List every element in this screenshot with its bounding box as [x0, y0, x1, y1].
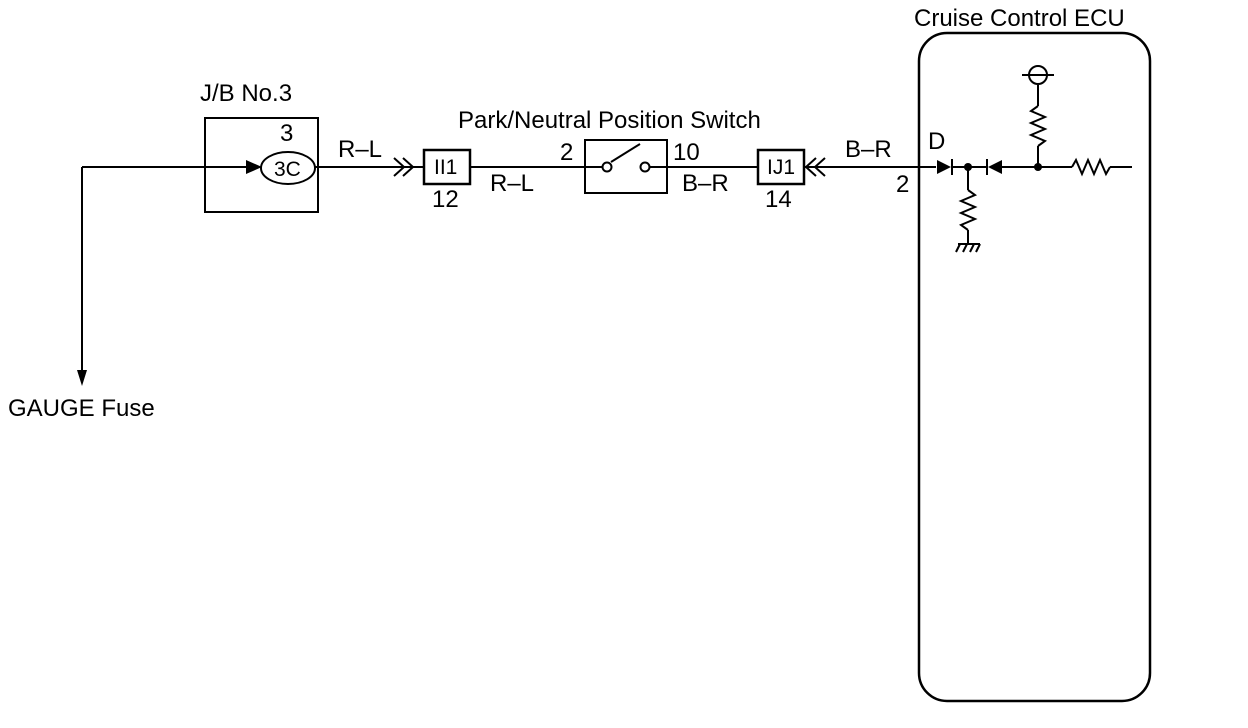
down-arrow-icon	[77, 370, 87, 386]
ground-icon	[955, 243, 981, 253]
jb-arrow-icon	[246, 160, 262, 174]
ecu-pin: 2	[896, 171, 909, 198]
junction-block-title: J/B No.3	[200, 80, 292, 107]
connector-chevron-left-2	[402, 157, 415, 177]
switch-contact-right-icon	[639, 161, 651, 173]
junction-block-pin: 3	[280, 120, 293, 147]
wire-label-br-1: B–R	[682, 170, 729, 197]
ecu-terminal-d: D	[928, 128, 945, 155]
connector-chevron-left-1	[393, 157, 406, 177]
junction-block-box	[204, 117, 319, 213]
connector-j1-pin: 14	[765, 186, 792, 213]
connector-i1-pin: 12	[432, 186, 459, 213]
diode-2-icon	[988, 160, 1002, 174]
wire-label-br-2: B–R	[845, 136, 892, 163]
resistor-pullup-icon	[1028, 105, 1048, 147]
switch-pin-in: 2	[560, 139, 573, 166]
switch-contact-left-icon	[601, 161, 613, 173]
switch-title: Park/Neutral Position Switch	[458, 107, 761, 134]
wire-label-rl-2: R–L	[490, 170, 534, 197]
connector-j1-label: IJ1	[767, 156, 795, 179]
resistor-output-icon	[1071, 157, 1111, 177]
ecu-box	[917, 31, 1152, 703]
switch-pin-out: 10	[673, 139, 700, 166]
resistor-ground-icon	[958, 189, 978, 231]
gauge-fuse-label: GAUGE Fuse	[8, 395, 155, 422]
switch-blade-icon	[610, 143, 641, 163]
diode-1-icon	[937, 160, 951, 174]
connector-i1-label: II1	[434, 156, 457, 179]
wire-label-rl-1: R–L	[338, 136, 382, 163]
connector-3c-label: 3C	[274, 158, 301, 181]
ecu-title: Cruise Control ECU	[914, 5, 1125, 32]
